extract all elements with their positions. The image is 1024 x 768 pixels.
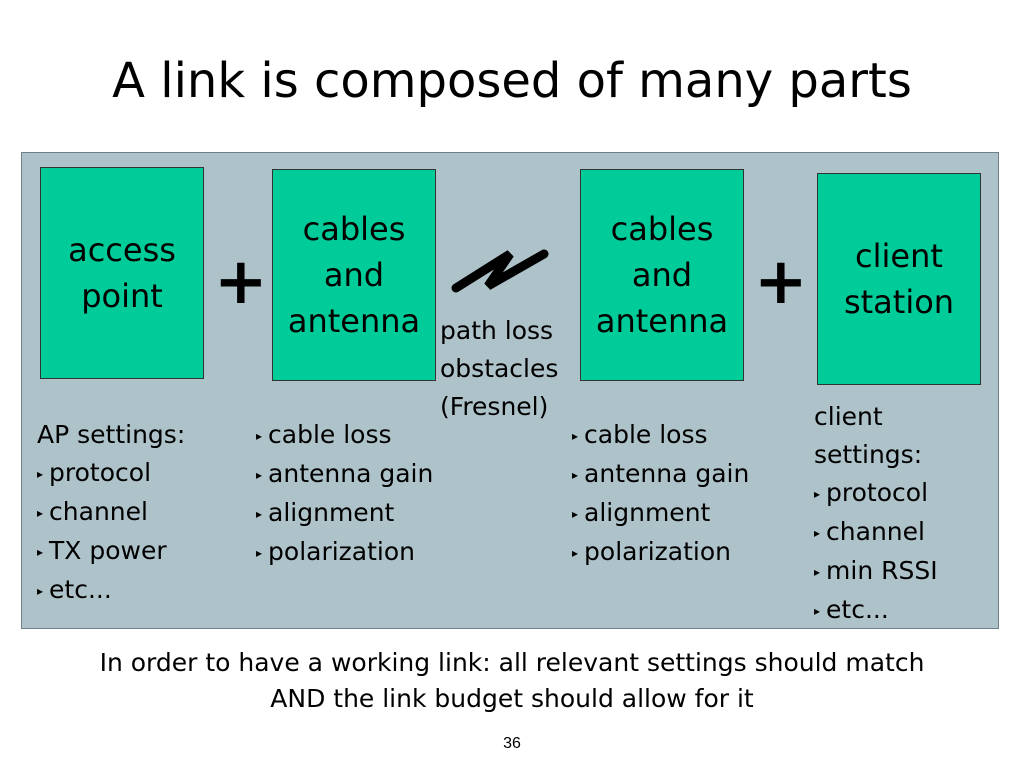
cable-settings-left-list: ▸cable loss ▸antenna gain ▸alignment ▸po… [256, 416, 433, 572]
bullet-icon: ▸ [256, 468, 263, 482]
bullet-icon: ▸ [37, 584, 44, 598]
list-item: ▸antenna gain [572, 455, 749, 494]
lightning-bolt-icon [451, 249, 549, 293]
list-item: ▸channel [37, 493, 185, 532]
bullet-icon: ▸ [572, 468, 579, 482]
bullet-icon: ▸ [256, 546, 263, 560]
client-settings-heading-line: settings: [814, 440, 923, 469]
bullet-icon: ▸ [814, 526, 821, 540]
plus-sign-left: + [214, 245, 268, 319]
list-item: ▸min RSSI [814, 552, 938, 591]
path-loss-label: path loss obstacles (Fresnel) [440, 312, 558, 426]
list-item: ▸TX power [37, 532, 185, 571]
client-station-box: client station [817, 173, 981, 385]
access-point-box: access point [40, 167, 204, 379]
bullet-icon: ▸ [572, 429, 579, 443]
path-loss-line: path loss [440, 316, 554, 345]
plus-sign-right: + [754, 245, 808, 319]
cables-antenna-box-right: cables and antenna [580, 169, 744, 381]
list-item: ▸protocol [37, 454, 185, 493]
list-item: ▸polarization [572, 533, 749, 572]
bullet-icon: ▸ [572, 546, 579, 560]
bullet-icon: ▸ [814, 487, 821, 501]
cables-antenna-box-left: cables and antenna [272, 169, 436, 381]
list-item: ▸etc... [814, 591, 938, 630]
fresnel-line: (Fresnel) [440, 392, 549, 421]
list-item: ▸cable loss [572, 416, 749, 455]
list-item: ▸alignment [572, 494, 749, 533]
client-settings-heading-line: client [814, 402, 883, 431]
slide-footer-note: In order to have a working link: all rel… [99, 648, 925, 713]
page-number: 36 [503, 735, 521, 752]
list-item: ▸alignment [256, 494, 433, 533]
list-item: ▸protocol [814, 474, 938, 513]
bullet-icon: ▸ [37, 467, 44, 481]
bullet-icon: ▸ [256, 507, 263, 521]
bullet-icon: ▸ [256, 429, 263, 443]
list-item: ▸antenna gain [256, 455, 433, 494]
bullet-icon: ▸ [814, 604, 821, 618]
list-item: ▸polarization [256, 533, 433, 572]
bullet-icon: ▸ [572, 507, 579, 521]
bullet-icon: ▸ [37, 545, 44, 559]
slide-title: A link is composed of many parts [112, 53, 912, 109]
client-settings-list: client settings: ▸protocol ▸channel ▸min… [814, 398, 938, 630]
ap-settings-list: AP settings: ▸protocol ▸channel ▸TX powe… [37, 416, 185, 610]
list-item: ▸cable loss [256, 416, 433, 455]
bullet-icon: ▸ [814, 565, 821, 579]
ap-settings-heading: AP settings: [37, 420, 186, 449]
bullet-icon: ▸ [37, 506, 44, 520]
obstacles-line: obstacles [440, 354, 559, 383]
list-item: ▸channel [814, 513, 938, 552]
cable-settings-right-list: ▸cable loss ▸antenna gain ▸alignment ▸po… [572, 416, 749, 572]
list-item: ▸etc... [37, 571, 185, 610]
